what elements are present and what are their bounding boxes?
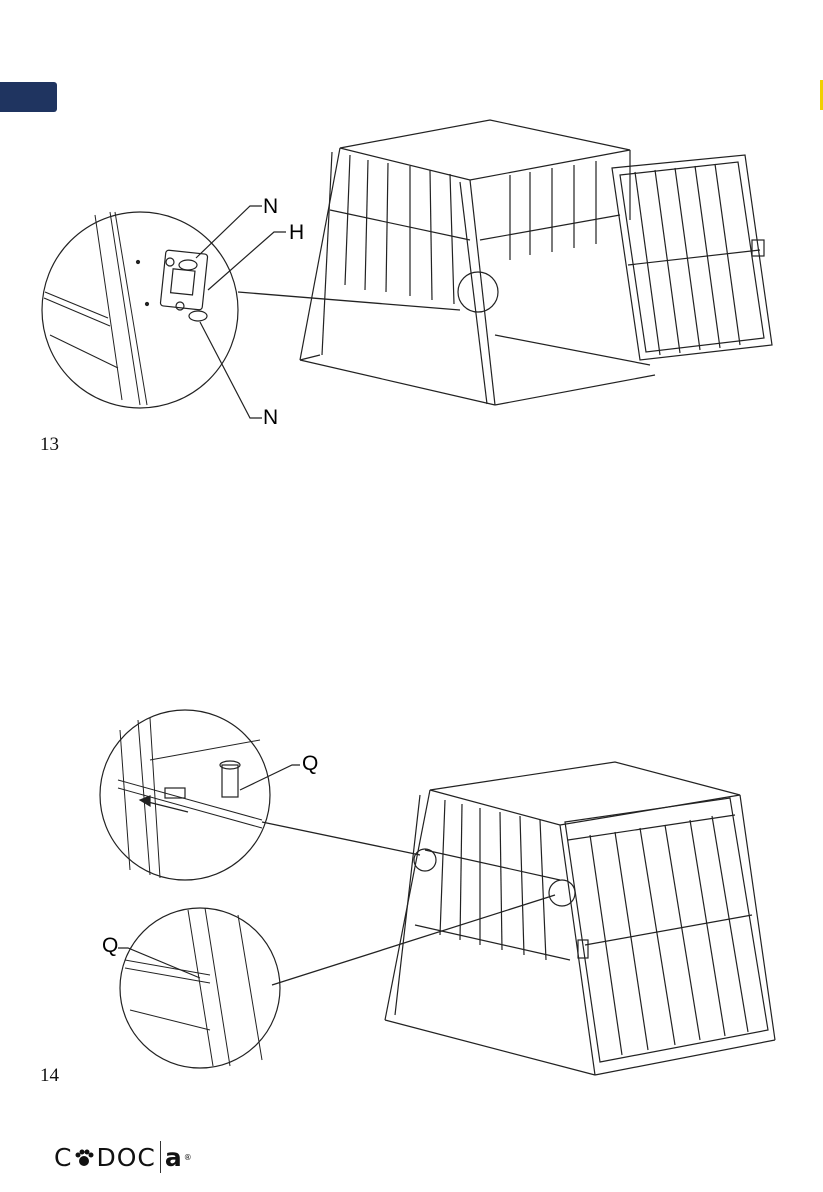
- brand-logo: C DOC a ®: [54, 1140, 193, 1174]
- registered-mark: ®: [184, 1153, 193, 1162]
- brand-letter-c: C: [54, 1143, 72, 1172]
- brand-divider: [160, 1141, 161, 1173]
- callout-q-top: Q: [302, 752, 318, 776]
- callout-q-bottom: Q: [102, 934, 118, 958]
- brand-letter-a: a: [165, 1143, 183, 1172]
- paw-icon: [73, 1146, 95, 1168]
- step-number-14: 14: [40, 1065, 59, 1087]
- brand-letters-doc: DOC: [96, 1143, 155, 1172]
